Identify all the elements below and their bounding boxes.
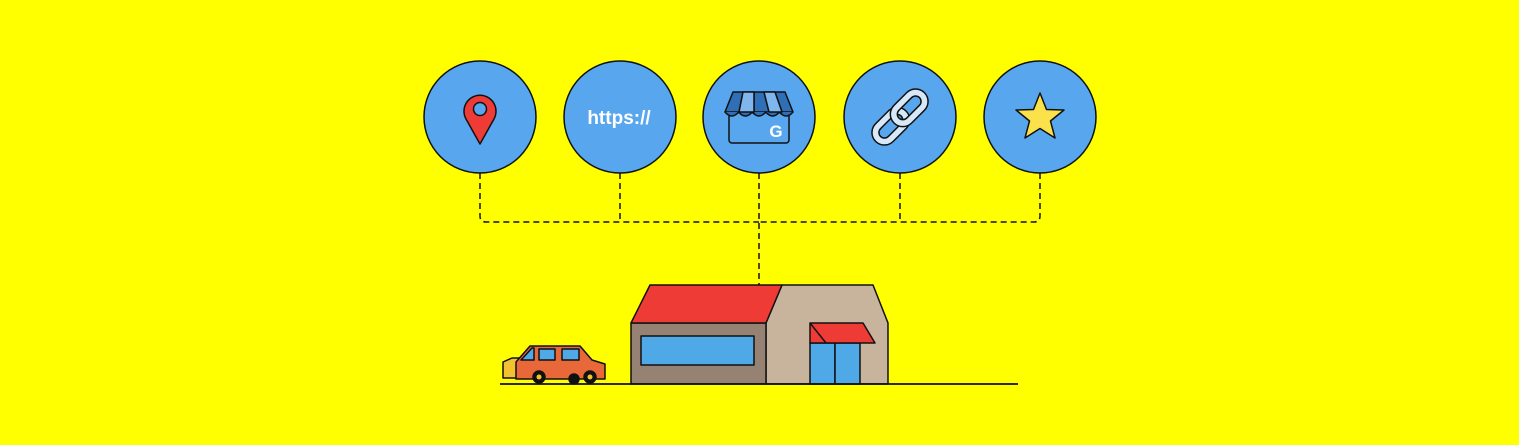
car <box>502 345 606 385</box>
store-awning <box>809 322 876 344</box>
car-window-rear <box>561 348 580 361</box>
star-icon <box>1015 92 1065 139</box>
store-door-right <box>834 342 861 385</box>
google-business-circle: G <box>702 60 816 174</box>
google-badge-letter: G <box>769 122 782 141</box>
store-roof <box>630 284 783 324</box>
store-building <box>630 284 889 385</box>
url-circle: https:// <box>563 60 677 174</box>
store-window <box>640 335 755 366</box>
dashed-connectors <box>479 173 1041 285</box>
google-business-store-icon <box>724 91 794 144</box>
store-door-left <box>809 342 836 385</box>
connector-star <box>759 173 1041 223</box>
star-circle <box>983 60 1097 174</box>
link-chain-icon <box>871 88 929 146</box>
connector-pin <box>479 173 759 223</box>
car-window-front <box>520 347 535 361</box>
location-pin-icon <box>463 94 497 145</box>
link-circle <box>843 60 957 174</box>
location-pin-circle <box>423 60 537 174</box>
car-window-middle <box>538 348 556 361</box>
url-icon: https:// <box>587 108 651 129</box>
